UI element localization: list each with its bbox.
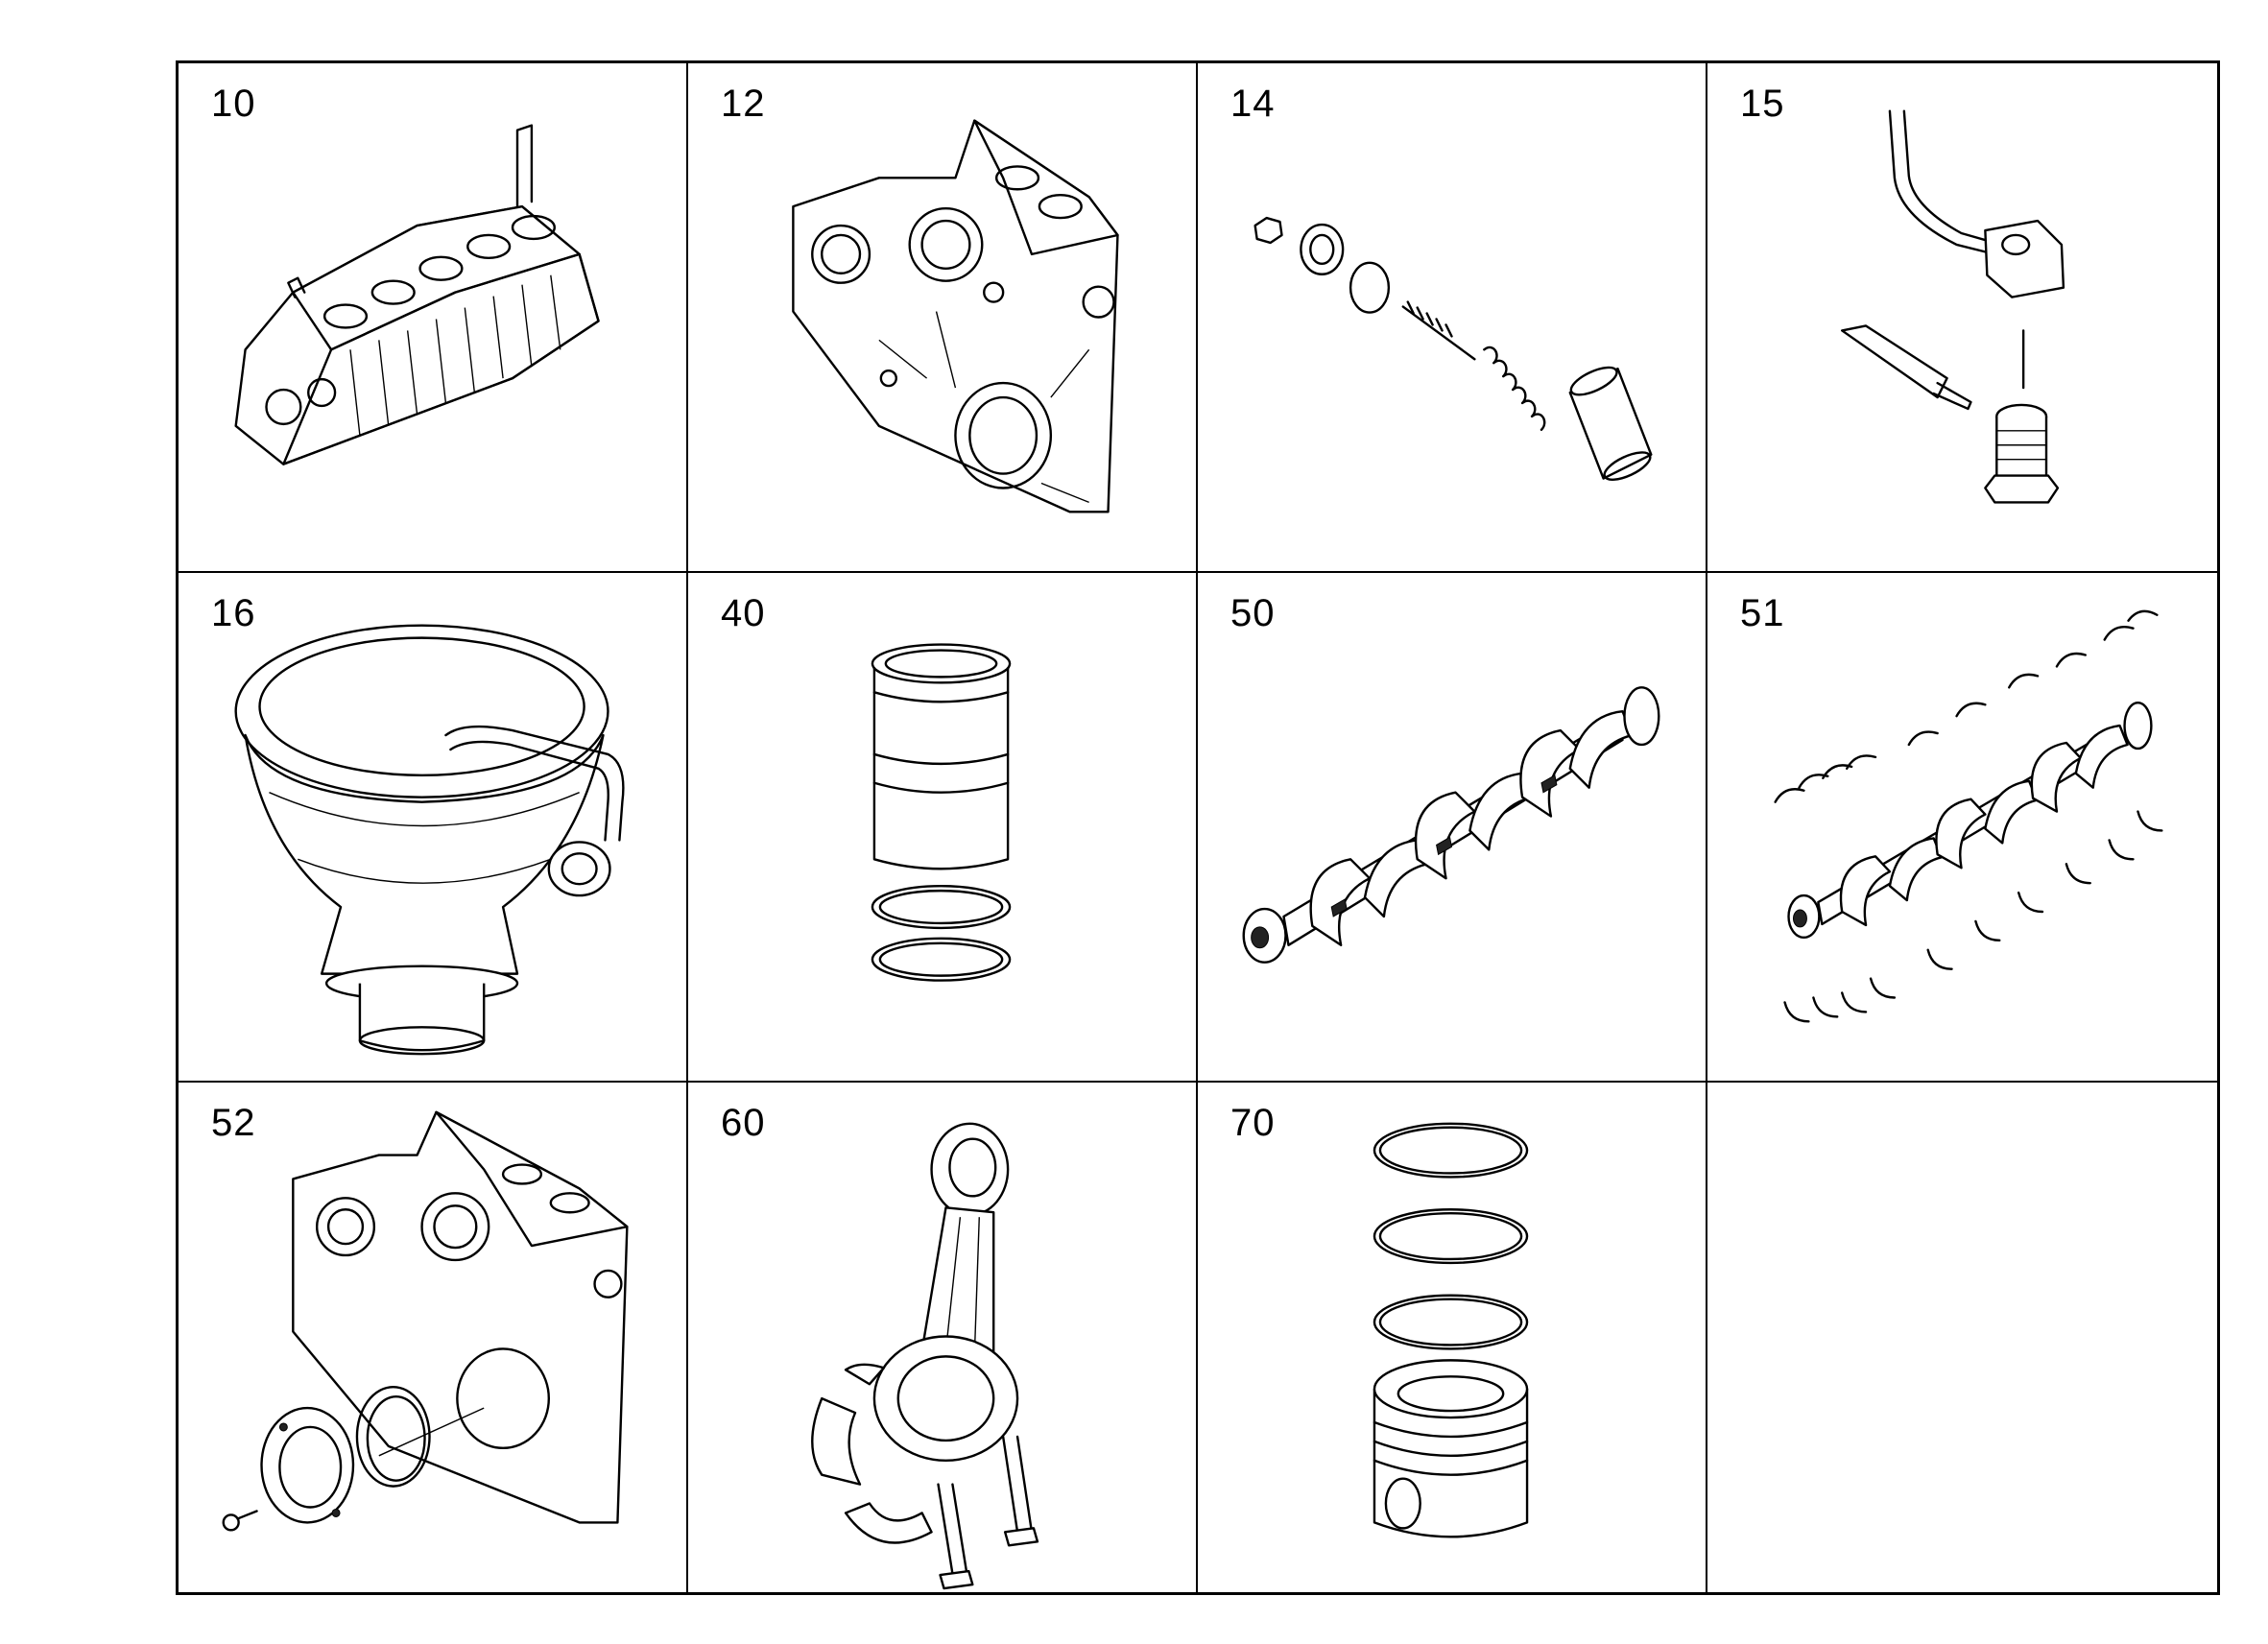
valve-spring-kit-icon (1198, 63, 1706, 571)
part-cell-40[interactable]: 40 (688, 573, 1198, 1083)
part-number: 70 (1230, 1102, 1276, 1144)
cylinder-liner-icon (688, 573, 1196, 1081)
piston-rings-icon (1198, 1083, 1706, 1592)
part-number: 12 (721, 83, 766, 125)
part-number: 40 (721, 592, 766, 634)
part-number: 10 (211, 83, 256, 125)
connecting-rod-icon (688, 1083, 1196, 1592)
engine-block-icon (179, 63, 686, 571)
timing-case-seal-icon (179, 1083, 686, 1592)
timing-case-icon (688, 63, 1196, 571)
part-cell-16[interactable]: 16 (179, 573, 688, 1083)
part-number: 50 (1230, 592, 1276, 634)
part-cell-12[interactable]: 12 (688, 63, 1198, 573)
part-number: 52 (211, 1102, 256, 1144)
part-cell-51[interactable]: 51 (1707, 573, 2217, 1083)
parts-grid: 10 12 (176, 60, 2220, 1595)
crankshaft-bearings-icon (1707, 573, 2217, 1081)
part-number: 16 (211, 592, 256, 634)
part-cell-60[interactable]: 60 (688, 1083, 1198, 1592)
empty-cell (1707, 1083, 2217, 1592)
part-cell-10[interactable]: 10 (179, 63, 688, 573)
part-number: 14 (1230, 83, 1276, 125)
part-cell-15[interactable]: 15 (1707, 63, 2217, 573)
part-number: 15 (1740, 83, 1785, 125)
part-number: 60 (721, 1102, 766, 1144)
part-cell-50[interactable]: 50 (1198, 573, 1707, 1083)
part-cell-14[interactable]: 14 (1198, 63, 1707, 573)
part-cell-52[interactable]: 52 (179, 1083, 688, 1592)
oil-separator-icon (179, 573, 686, 1081)
part-number: 51 (1740, 592, 1785, 634)
part-cell-70[interactable]: 70 (1198, 1083, 1707, 1592)
oil-pipe-banjo-bolt-icon (1707, 63, 2217, 571)
crankshaft-icon (1198, 573, 1706, 1081)
